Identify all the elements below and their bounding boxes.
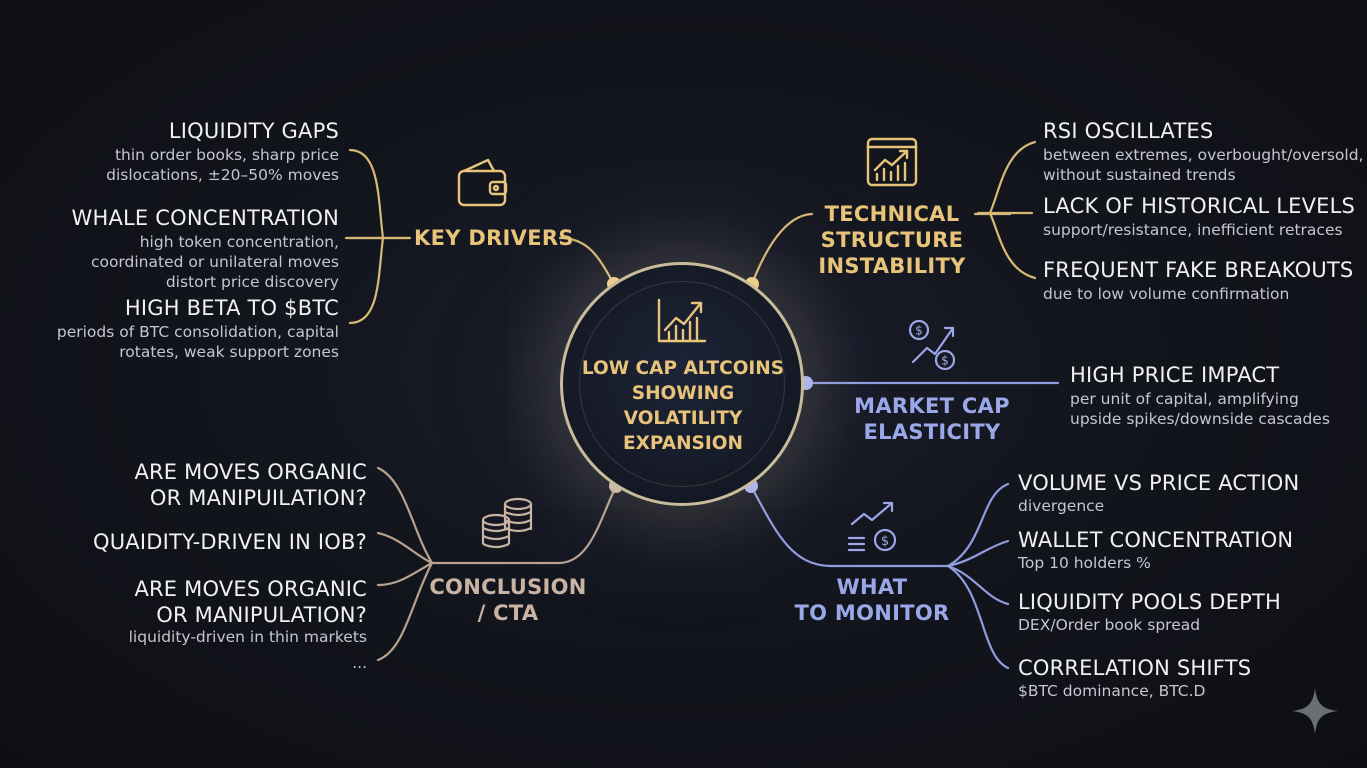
svg-text:$: $ <box>915 324 923 338</box>
whale-concentration-title: WHALE CONCENTRATION <box>71 206 339 230</box>
high-beta-title: HIGH BETA TO $BTC <box>124 296 339 320</box>
historical-levels-title: LACK OF HISTORICAL LEVELS <box>1043 194 1356 218</box>
chart-window-icon <box>866 137 918 187</box>
organic-q2-line2: OR MANIPULATION? <box>156 603 367 627</box>
sparkle-icon <box>1292 688 1338 734</box>
dollar-trend-icon: $ $ <box>908 319 956 371</box>
wallet-icon <box>457 158 508 207</box>
svg-text:$: $ <box>941 354 949 368</box>
central-title: LOW CAP ALTCOINS SHOWING VOLATILITY EXPA… <box>581 358 785 454</box>
volume-title: VOLUME VS PRICE ACTION <box>1018 471 1300 495</box>
high-beta-desc-2: rotates, weak support zones <box>119 343 339 361</box>
rsi-title: RSI OSCILLATES <box>1043 119 1214 143</box>
monitor-label-1: WHAT <box>836 575 908 599</box>
monitor-label-2: TO MONITOR <box>794 601 950 625</box>
organic-q2-ellipsis: ... <box>352 654 367 672</box>
svg-text:$: $ <box>881 534 889 549</box>
liquidity-gaps-title: LIQUIDITY GAPS <box>168 119 339 143</box>
market-cap-label-1: MARKET CAP <box>854 394 1010 418</box>
whale-concentration-desc-2: coordinated or unilateral moves <box>90 253 339 271</box>
conclusion-label-2: / CTA <box>477 601 539 625</box>
rsi-desc-1: between extremes, overbought/oversold, <box>1043 146 1364 164</box>
coins-stack-icon <box>481 497 533 549</box>
liquidity-pools-title: LIQUIDITY POOLS DEPTH <box>1018 590 1282 614</box>
price-impact-desc-2: upside spikes/downside cascades <box>1070 410 1330 428</box>
money-growth-icon: $ <box>847 501 897 552</box>
volume-desc: divergence <box>1018 497 1105 515</box>
correlation-desc: $BTC dominance, BTC.D <box>1018 682 1206 700</box>
price-impact-title: HIGH PRICE IMPACT <box>1070 363 1280 387</box>
historical-levels-desc: support/resistance, inefficient retraces <box>1043 221 1343 239</box>
organic-q2-line1: ARE MOVES ORGANIC <box>134 577 367 601</box>
liquidity-gaps-desc-1: thin order books, sharp price <box>114 146 339 164</box>
organic-q2-desc: liquidity-driven in thin markets <box>128 628 367 646</box>
organic-q1-line1: ARE MOVES ORGANIC <box>134 460 367 484</box>
central-inner-ring <box>579 281 785 487</box>
technical-label-3: INSTABILITY <box>818 254 966 278</box>
fake-breakouts-desc: due to low volume confirmation <box>1043 285 1290 303</box>
chart-growth-icon <box>657 298 707 343</box>
rsi-desc-2: without sustained trends <box>1043 166 1236 184</box>
fake-breakouts-title: FREQUENT FAKE BREAKOUTS <box>1043 258 1354 282</box>
technical-label-2: STRUCTURE <box>820 228 964 252</box>
market-cap-label-2: ELASTICITY <box>863 420 1001 444</box>
organic-q1-line2: OR MANIPUILATION? <box>149 486 367 510</box>
technical-label-1: TECHNICAL <box>824 202 960 226</box>
correlation-title: CORRELATION SHIFTS <box>1018 656 1252 680</box>
wallet-concentration-title: WALLET CONCENTRATION <box>1018 528 1294 552</box>
key-drivers-label: KEY DRIVERS <box>414 226 574 250</box>
liquidity-pools-desc: DEX/Order book spread <box>1018 616 1201 634</box>
whale-concentration-desc-1: high token concentration, <box>139 233 339 251</box>
wallet-concentration-desc: Top 10 holders % <box>1018 554 1151 572</box>
whale-concentration-desc-3: distort price discovery <box>165 273 339 291</box>
conclusion-label-1: CONCLUSION <box>429 575 587 599</box>
high-beta-desc-1: periods of BTC consolidation, capital <box>56 323 339 341</box>
quaidity-question: QUAIDITY-DRIVEN IN IOB? <box>93 530 367 554</box>
price-impact-desc-1: per unit of capital, amplifying <box>1070 390 1299 408</box>
liquidity-gaps-desc-2: dislocations, ±20–50% moves <box>106 166 339 184</box>
